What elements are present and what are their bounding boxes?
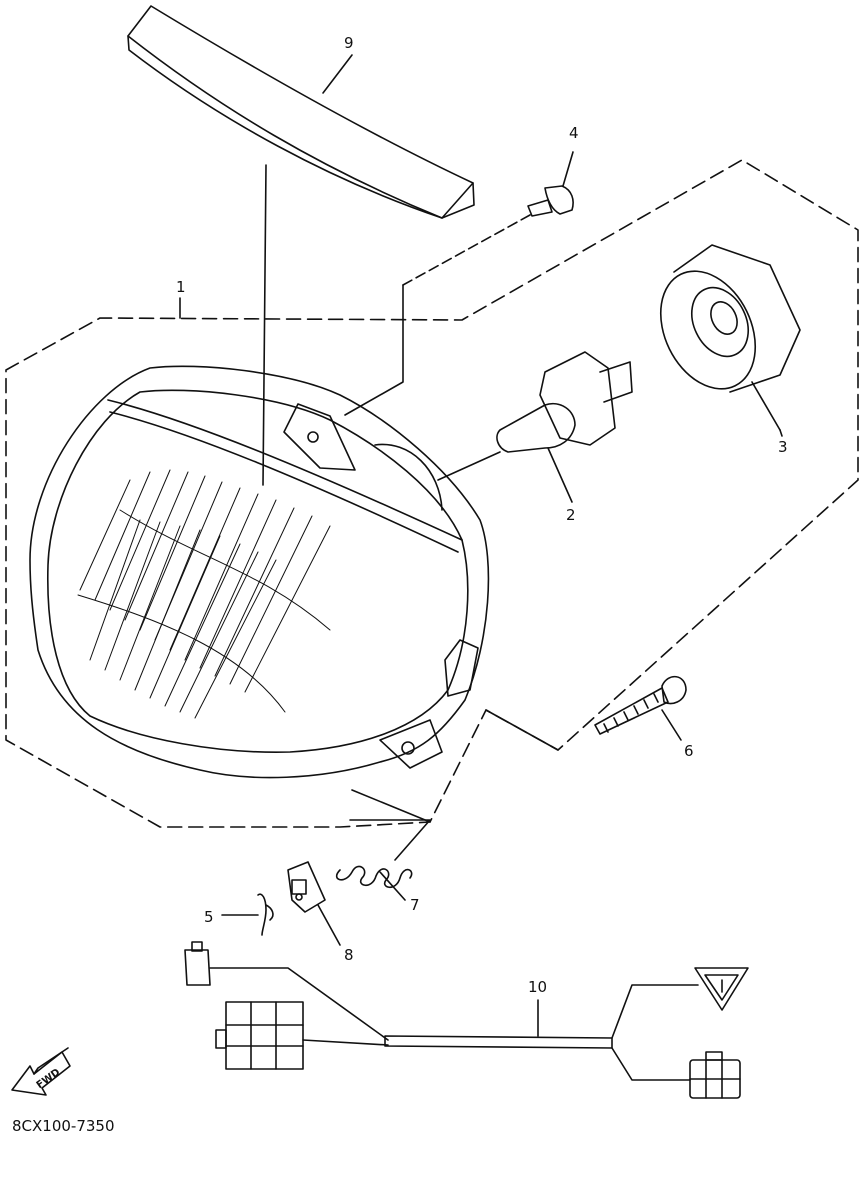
leader-9 (322, 54, 353, 94)
callout-8: 8 (344, 946, 354, 964)
connector-line-bulb (437, 451, 501, 481)
callout-1: 1 (176, 278, 186, 296)
spring-part-7 (335, 819, 431, 901)
clip-part-8 (287, 861, 341, 946)
bulb-cover-part-3 (659, 244, 801, 431)
connector-line-4 (344, 284, 404, 416)
screw-part-4 (527, 151, 574, 217)
callout-3: 3 (778, 438, 788, 456)
cotter-pin-part-5 (221, 893, 274, 936)
leader-3 (779, 429, 783, 437)
adjusting-bolt-part-6 (594, 675, 687, 741)
drawing-code: 8CX100-7350 (12, 1117, 115, 1135)
pad-part-9 (127, 5, 475, 219)
harness-sleeve (384, 1035, 613, 1049)
dashed-connector-4 (402, 214, 531, 286)
callout-7: 7 (410, 896, 420, 914)
lens-ribs (77, 469, 331, 719)
spring-connector (351, 789, 431, 823)
callout-6: 6 (684, 742, 694, 760)
callout-4: 4 (569, 124, 579, 142)
bulb-part-2 (496, 351, 633, 503)
callout-9: 9 (344, 34, 354, 52)
leader-9-to-lens (262, 164, 267, 486)
wire-harness-part-10 (184, 941, 749, 1099)
fwd-direction-arrow (11, 1047, 71, 1096)
callout-5: 5 (204, 908, 214, 926)
headlight-part-1 (29, 365, 490, 779)
bolt-connector (485, 709, 559, 751)
harness-small-connector (184, 949, 211, 986)
harness-triangle-connector (694, 967, 749, 1011)
harness-main-connector (225, 1001, 304, 1070)
callout-2: 2 (566, 506, 576, 524)
callout-10: 10 (528, 978, 547, 996)
